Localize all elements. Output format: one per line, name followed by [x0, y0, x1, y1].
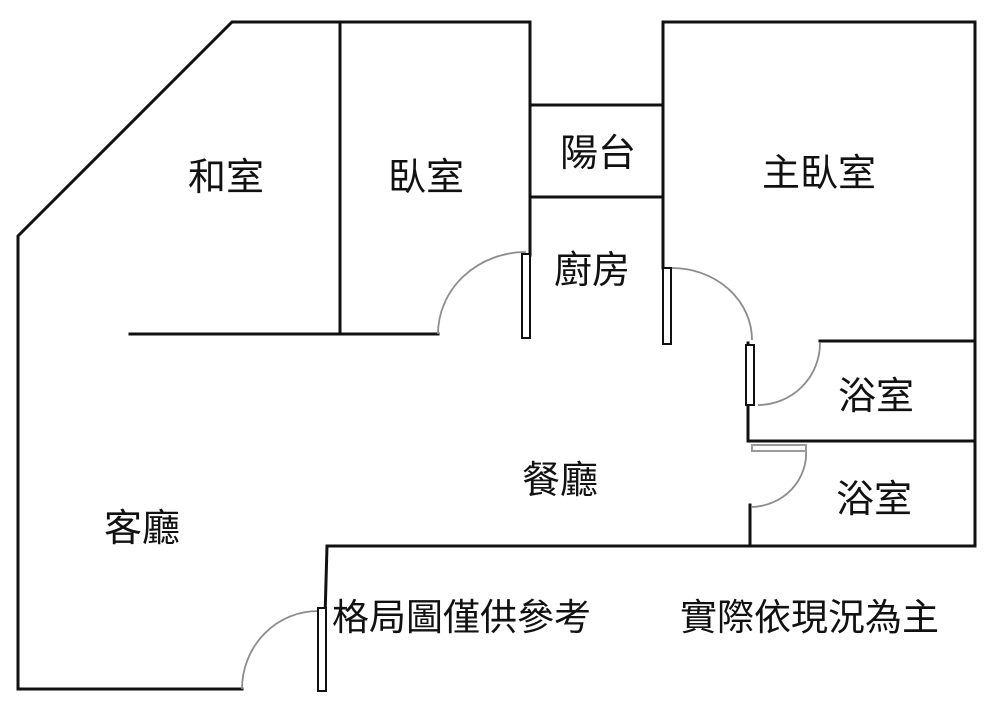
room-label-bedroom: 臥室 — [388, 155, 464, 199]
entrance-door — [241, 607, 327, 692]
disclaimer-right: 實際依現況為主 — [680, 596, 939, 639]
master-bedroom-door — [662, 267, 753, 345]
room-label-bathroom-2: 浴室 — [836, 477, 912, 521]
room-label-washitsu: 和室 — [188, 155, 264, 199]
bedroom-door — [437, 251, 531, 339]
disclaimer-left: 格局圖僅供參考 — [332, 596, 591, 639]
room-label-living: 客廳 — [104, 506, 180, 550]
room-label-balcony: 陽台 — [560, 131, 636, 175]
room-label-bathroom-1: 浴室 — [838, 374, 914, 418]
room-label-master-bedroom: 主臥室 — [762, 151, 876, 195]
room-label-kitchen: 廚房 — [554, 248, 630, 292]
interior-walls — [128, 20, 977, 548]
outer-walls — [16, 20, 977, 691]
room-label-dining: 餐廳 — [522, 458, 598, 502]
bathroom-2-door — [751, 444, 808, 508]
bathroom-1-door — [745, 342, 821, 406]
